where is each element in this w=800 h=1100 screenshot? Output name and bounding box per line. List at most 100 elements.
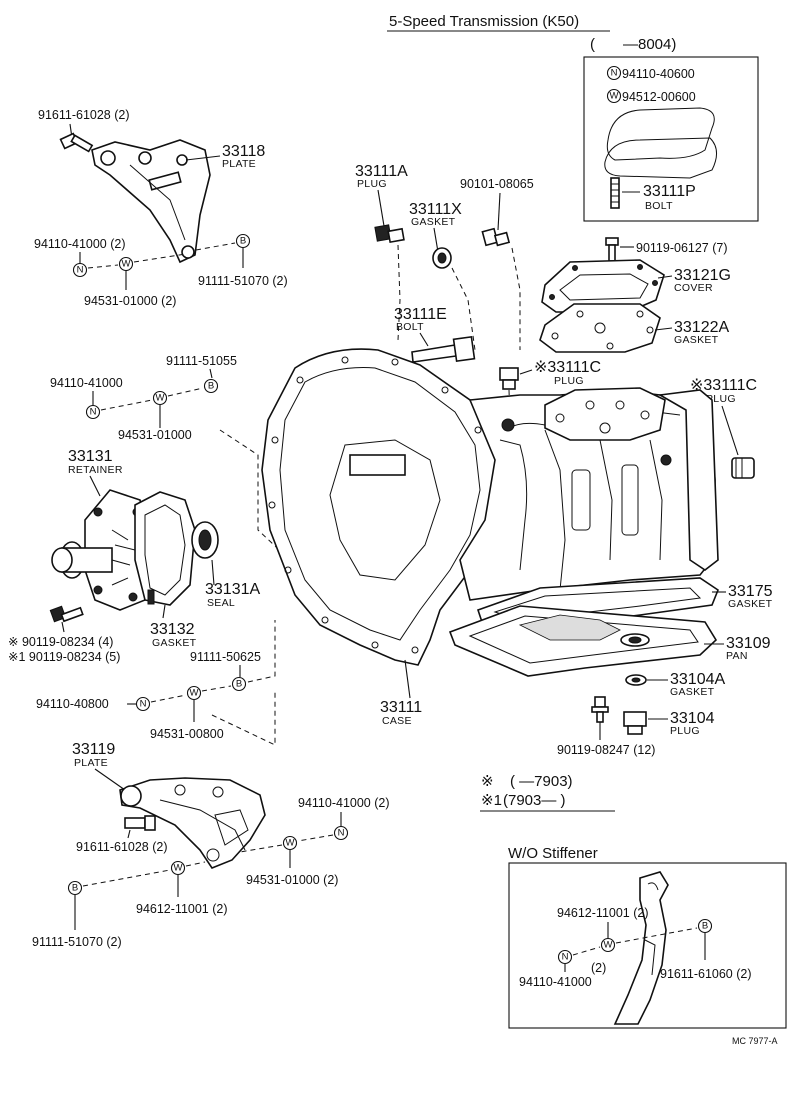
label-94110-40800: 94110-40800	[36, 697, 109, 711]
range-code: —8004)	[623, 36, 676, 53]
bolt-90119-08247-icon	[591, 696, 609, 723]
part-33132-code: 33132	[150, 621, 195, 638]
n-badge-icon: N	[135, 696, 151, 712]
bolt-91611-icon	[59, 132, 94, 153]
part-33111x-code: 33111X	[409, 201, 462, 218]
part-33111x-name: GASKET	[411, 216, 456, 228]
leader-33118	[185, 155, 221, 161]
part-33118-code: 33118	[222, 143, 265, 160]
bolt-90119-06127-icon	[605, 237, 619, 262]
part-33111e-name: BOLT	[396, 321, 424, 333]
label-91611-61028-bottom: 91611-61028 (2)	[76, 840, 168, 854]
gasket-33122a-icon	[539, 303, 661, 353]
svg-text:N: N	[611, 68, 618, 79]
n-badge-icon: N	[85, 404, 101, 420]
part-33104a-name: GASKET	[670, 686, 715, 698]
assembly-line-94110-bottom	[239, 834, 334, 853]
svg-text:N: N	[90, 407, 97, 418]
plug-33104-icon	[623, 711, 647, 735]
gasket-33132-icon	[134, 491, 196, 606]
assembly-line-33111x	[451, 267, 476, 351]
assembly-line-91111-50625	[150, 620, 276, 703]
legend-range-1: ( —7903)	[510, 773, 573, 790]
plate-33118-icon	[91, 139, 211, 264]
label-90119-08234-5: ※1 90119-08234 (5)	[8, 650, 120, 664]
stiffener-inset-title: W/O Stiffener	[508, 845, 598, 862]
w-badge-icon: W	[600, 937, 616, 953]
part-33109-name: PAN	[726, 650, 748, 662]
svg-text:B: B	[236, 679, 242, 690]
assembly-line-90101	[511, 247, 521, 350]
n-badge-icon: N	[606, 65, 622, 81]
part-33111e-code: 33111E	[394, 306, 447, 323]
w-badge-icon: W	[186, 685, 202, 701]
diagram-reference-code: MC 7977-A	[732, 1036, 778, 1046]
assembly-line-91111-bottom	[82, 861, 206, 887]
leader-91111-51055	[209, 368, 213, 379]
svg-text:B: B	[702, 921, 708, 932]
legend-symbol-2: ※1	[481, 792, 502, 809]
part-33111c-right-code: ※33111C	[690, 377, 757, 394]
part-33175-name: GASKET	[728, 598, 773, 610]
plug-33111a-icon	[374, 224, 405, 244]
svg-text:W: W	[174, 863, 183, 874]
part-33111-name: CASE	[382, 715, 412, 727]
bolt-33111p-icon	[610, 177, 620, 209]
legend-range-2: (7903— )	[503, 792, 566, 809]
label-94531-01000-2-top: 94531-01000 (2)	[84, 294, 176, 308]
svg-text:N: N	[140, 699, 147, 710]
leader-33111x	[433, 227, 439, 253]
stiffener-bracket-icon	[613, 871, 669, 1025]
leader-33131a	[211, 559, 215, 586]
plug-33111c-center-icon	[499, 367, 519, 390]
svg-text:B: B	[208, 381, 214, 392]
leader-33121g	[657, 275, 673, 279]
label-94110-41000-2-top: 94110-41000 (2)	[34, 237, 126, 251]
retainer-33131-icon	[51, 489, 151, 611]
inset-w-part-number: 94512-00600	[622, 90, 696, 104]
leader-33119	[94, 768, 126, 791]
part-33131-name: RETAINER	[68, 464, 123, 476]
label-90119-08234-4: ※ 90119-08234 (4)	[8, 635, 113, 649]
n-badge-icon: N	[333, 825, 349, 841]
part-33132-name: GASKET	[152, 637, 197, 649]
leader-33111c-center	[519, 369, 533, 375]
assembly-line-top-left	[87, 242, 236, 269]
assembly-line-91111-51055	[100, 387, 204, 411]
leader-33131	[89, 475, 101, 497]
part-33131a-code: 33131A	[205, 581, 260, 598]
svg-text:B: B	[240, 236, 246, 247]
oil-pan-33109-icon	[448, 605, 718, 677]
part-33111p-code: 33111P	[643, 183, 696, 200]
bolt-91611-bottom-icon	[124, 815, 156, 831]
stiffener-n-qty: (2)	[591, 961, 606, 975]
svg-text:W: W	[190, 688, 199, 699]
part-33104a-code: 33104A	[670, 671, 725, 688]
plug-33111c-right-icon	[731, 457, 755, 479]
b-badge-icon: B	[231, 676, 247, 692]
stiffener-b-part-number: 91611-61060 (2)	[660, 967, 752, 981]
part-33111a-code: 33111A	[355, 163, 408, 180]
label-90119-08247: 90119-08247 (12)	[557, 743, 655, 757]
svg-text:N: N	[77, 265, 84, 276]
w-badge-icon: W	[282, 835, 298, 851]
w-badge-icon: W	[170, 860, 186, 876]
seal-33131a-icon	[191, 521, 219, 559]
stiffener-n-part-number: 94110-41000	[519, 975, 592, 989]
svg-text:N: N	[338, 828, 345, 839]
transmission-case-33111-icon	[261, 348, 719, 666]
plate-33119-icon	[119, 777, 266, 869]
svg-text:W: W	[604, 940, 613, 951]
part-33109-code: 33109	[726, 635, 771, 652]
bolt-inset-frame	[583, 56, 759, 222]
legend-symbol-1: ※	[481, 773, 494, 790]
label-94531-00800: 94531-00800	[150, 727, 224, 741]
cover-plate-outline	[604, 107, 717, 179]
b-badge-icon: B	[697, 918, 713, 934]
label-91611-61028-top: 91611-61028 (2)	[38, 108, 130, 122]
label-94612-11001-bottom: 94612-11001 (2)	[136, 902, 228, 916]
n-badge-icon: N	[557, 949, 573, 965]
w-badge-icon: W	[606, 88, 622, 104]
leader-91611-bottom	[127, 829, 131, 839]
